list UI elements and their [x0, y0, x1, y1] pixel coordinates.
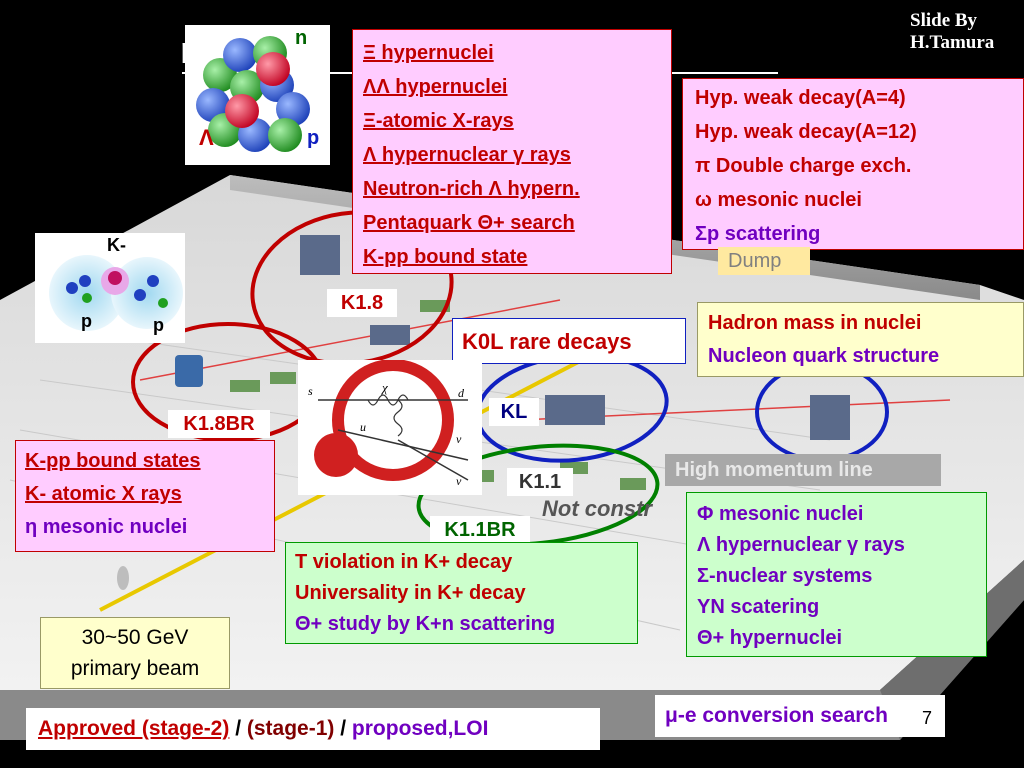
topic-sigma-nuclear: Σ-nuclear systems — [697, 565, 873, 587]
kpp-illustration: K- p p — [35, 233, 185, 343]
topic-universality: Universality in K+ decay — [295, 582, 526, 604]
kpp-icon — [49, 255, 183, 331]
label-k11br: K1.1BR — [430, 516, 530, 544]
topic-nucleon-quark: Nucleon quark structure — [708, 345, 940, 367]
topic-omega: ω mesonic nuclei — [695, 189, 862, 211]
legend-approved: Approved (stage-2) — [38, 717, 230, 740]
topic-ll-hypernuclei: ΛΛ hypernuclei — [363, 76, 508, 98]
slide-credit: Slide By H.Tamura — [910, 10, 994, 54]
p2-label: p — [153, 315, 164, 335]
k18br-topics-box: K-pp bound states K- atomic X rays η mes… — [15, 440, 275, 552]
topic-neutron-rich: Neutron-rich Λ hypern. — [363, 178, 580, 200]
topic-katomic: K- atomic X rays — [25, 483, 182, 505]
topic-kpp-state: K-pp bound state — [363, 246, 528, 268]
label-kl: KL — [489, 398, 539, 426]
legend-stage1: (stage-1) — [246, 717, 335, 740]
beam-label: primary beam — [70, 657, 200, 680]
topic-eta: η mesonic nuclei — [25, 516, 188, 538]
high-momentum-label: High momentum line — [665, 454, 941, 486]
feyn-s: s — [308, 384, 313, 398]
topic-weak-a12: Hyp. weak decay(A=12) — [695, 121, 917, 143]
topic-t-violation: T violation in K+ decay — [295, 551, 513, 573]
k0l-box: K0L rare decays — [452, 318, 686, 364]
k11-topics-box: T violation in K+ decay Universality in … — [285, 542, 638, 644]
topic-lambda-gamma-2: Λ hypernuclear γ rays — [697, 534, 905, 556]
topic-xi-hypernuclei: Ξ hypernuclei — [363, 42, 494, 64]
k18-topics-box: Ξ hypernuclei ΛΛ hypernuclei Ξ-atomic X-… — [352, 29, 672, 274]
topic-weak-a4: Hyp. weak decay(A=4) — [695, 87, 906, 109]
credit-line-1: Slide By — [910, 10, 978, 31]
beam-energy: 30~50 GeV — [81, 626, 189, 649]
credit-line-2: H.Tamura — [910, 32, 995, 53]
nucleus-icon — [196, 36, 310, 152]
legend-sep-2: / — [334, 717, 352, 740]
p1-label: p — [81, 311, 92, 331]
feyn-nu: ν — [456, 432, 462, 446]
mue-box: μ-e conversion search — [655, 695, 945, 737]
feyn-nubar: ν — [456, 474, 462, 488]
topic-xi-atomic: Ξ-atomic X-rays — [363, 110, 514, 132]
lambda-label: Λ — [199, 125, 214, 150]
hadron-mass-box: Hadron mass in nuclei Nucleon quark stru… — [697, 302, 1024, 377]
topic-yn: YN scatering — [697, 596, 820, 618]
phi-topics-box: Φ mesonic nuclei Λ hypernuclear γ rays Σ… — [686, 492, 987, 657]
neutron-label: n — [295, 27, 308, 49]
topic-lambda-gamma: Λ hypernuclear γ rays — [363, 144, 571, 166]
weak-decay-box: Hyp. weak decay(A=4) Hyp. weak decay(A=1… — [682, 78, 1024, 250]
topic-hadron-mass: Hadron mass in nuclei — [708, 312, 922, 334]
topic-pi-dce: π Double charge exch. — [695, 155, 912, 177]
proton-label: p — [307, 127, 320, 149]
label-k18br: K1.8BR — [168, 410, 270, 438]
topic-theta-kn: Θ+ study by K+n scattering — [295, 613, 556, 635]
feynman-graphic — [314, 359, 469, 481]
status-legend: Approved (stage-2) / (stage-1) / propose… — [26, 708, 600, 750]
topic-sigma-p: Σp scattering — [695, 223, 821, 245]
label-k18: K1.8 — [327, 289, 397, 317]
kminus-label: K- — [107, 235, 126, 255]
primary-beam-box: 30~50 GeV primary beam — [40, 617, 230, 689]
nucleus-illustration: n Λ p — [185, 25, 330, 165]
not-constructed-label: Not constr — [542, 496, 652, 521]
dump-label: Dump — [718, 247, 810, 275]
label-k11: K1.1 — [507, 468, 573, 496]
legend-proposed: proposed,LOI — [351, 717, 489, 740]
topic-kpp-states: K-pp bound states — [25, 450, 201, 472]
feyn-d: d — [458, 386, 464, 400]
feyn-chi: χ — [382, 380, 388, 395]
topic-pentaquark: Pentaquark Θ+ search — [363, 212, 575, 234]
topic-theta-hyper: Θ+ hypernuclei — [697, 627, 843, 649]
feyn-u: u — [360, 420, 366, 434]
page-number: 7 — [922, 708, 933, 728]
topic-phi-mesonic: Φ mesonic nuclei — [697, 503, 864, 525]
legend-sep-1: / — [229, 717, 247, 740]
feynman-diagram: s χ d u ν ν — [298, 359, 482, 495]
